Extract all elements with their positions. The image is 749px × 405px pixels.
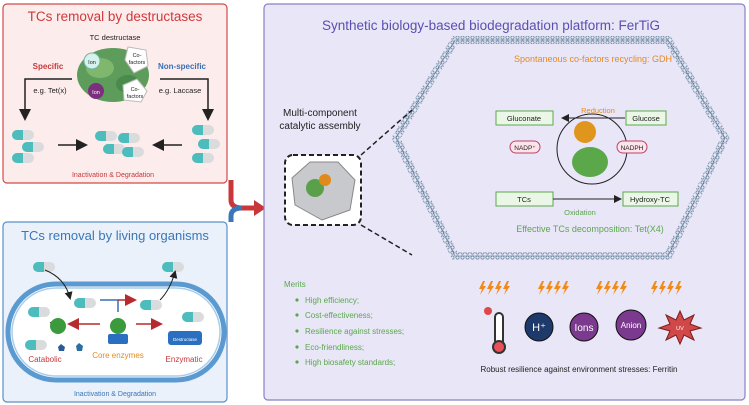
- hydroxy-tc-box: [622, 191, 679, 207]
- cofactor-label: factors: [127, 94, 144, 100]
- destructase-icon: [168, 331, 202, 345]
- cofactor-label: Co-: [133, 53, 142, 59]
- nonspecific-label: Non-specific: [158, 62, 207, 71]
- uv-label: UV: [676, 326, 684, 332]
- resilience-label: Robust resilience against environment st…: [481, 365, 678, 374]
- connector-blue: [228, 205, 243, 222]
- arrow: [19, 78, 72, 121]
- specific-label: Specific: [33, 62, 64, 71]
- hydroxy-tc-label: Hydroxy-TC: [630, 195, 671, 204]
- assembly-label: Multi-component: [283, 108, 357, 119]
- reduction-label: Reduction: [581, 106, 615, 115]
- merit-item: High efficiency;: [305, 296, 359, 305]
- panel-destructases: TCs removal by destructases TC destructa…: [2, 3, 228, 184]
- tetx4-enzyme-icon: [572, 147, 608, 177]
- anion-label: Anion: [621, 321, 641, 330]
- cofactor-icon: [122, 78, 148, 103]
- cofactor-label: factors: [129, 60, 146, 66]
- panel-title: TCs removal by living organisms: [21, 228, 209, 243]
- cofactor-recycling-label: Spontaneous co-factors recycling: GDH: [514, 54, 672, 64]
- assembly-label: catalytic assembly: [279, 121, 360, 132]
- nadph-badge: [616, 140, 648, 154]
- tcs-label: TCs: [517, 195, 531, 204]
- gdh-enzyme-icon: [574, 121, 596, 143]
- oxidation-label: Oxidation: [564, 208, 596, 217]
- cofactor-label: Co-: [131, 87, 140, 93]
- thermometer-icon: [484, 307, 506, 354]
- anion-icon: [615, 309, 647, 341]
- enzymatic-label: Enzymatic: [166, 355, 203, 364]
- enzyme-icon: [50, 318, 66, 334]
- nadph-label: NADPH: [621, 145, 644, 152]
- ion-label: Ion: [92, 90, 100, 96]
- panel-footer: Inactivation & Degradation: [74, 391, 156, 398]
- catabolic-label: Catabolic: [28, 355, 61, 364]
- pill-icon: [25, 340, 47, 350]
- merits-list: High efficiency; Cost-effectiveness; Res…: [295, 296, 404, 367]
- enzyme-label: TC destructase: [90, 33, 141, 42]
- panel-platform: Synthetic biology-based biodegradation p…: [263, 3, 746, 401]
- merit-item: Eco-friendliness;: [305, 343, 364, 352]
- ferritin-cage-icon: [291, 161, 356, 221]
- merit-item: Resilience against stresses;: [305, 327, 404, 336]
- arrowhead: [254, 200, 266, 216]
- proton-icon: [524, 312, 554, 342]
- panel-title: Synthetic biology-based biodegradation p…: [322, 18, 660, 33]
- arrow: [160, 78, 214, 121]
- destructase-label: Destructase: [173, 337, 198, 342]
- specific-example: e.g. Tet(x): [33, 86, 67, 95]
- proton-label: H⁺: [532, 322, 546, 334]
- uv-icon: [657, 309, 703, 346]
- decomposition-label: Effective TCs decomposition: Tet(X4): [516, 224, 664, 234]
- glucose-label: Glucose: [632, 114, 660, 123]
- merits-title: Merits: [284, 280, 306, 289]
- panel-footer: Inactivation & Degradation: [72, 172, 154, 179]
- glucose-box: [625, 110, 667, 126]
- ions-icon: [569, 312, 599, 342]
- ion-icon: [83, 52, 101, 70]
- connector-red: [228, 180, 256, 211]
- core-enzyme-icon: [110, 318, 126, 334]
- nonspecific-example: e.g. Laccase: [159, 86, 202, 95]
- ions-label: Ions: [575, 323, 594, 334]
- nadp-label: NADP⁺: [514, 145, 536, 152]
- cofactor-icon: [124, 46, 149, 74]
- merit-item: High biosafety standards;: [305, 358, 395, 367]
- ion-label: Ion: [88, 60, 96, 66]
- panel-title: TCs removal by destructases: [28, 9, 203, 24]
- core-enzymes-label: Core enzymes: [92, 351, 144, 360]
- gluconate-box: [495, 110, 554, 126]
- panel-organisms: TCs removal by living organisms Destruct…: [2, 221, 228, 403]
- gluconate-label: Gluconate: [507, 114, 541, 123]
- nadp-badge: [509, 140, 541, 154]
- ion-icon: [88, 83, 104, 99]
- merit-item: Cost-effectiveness;: [305, 311, 373, 320]
